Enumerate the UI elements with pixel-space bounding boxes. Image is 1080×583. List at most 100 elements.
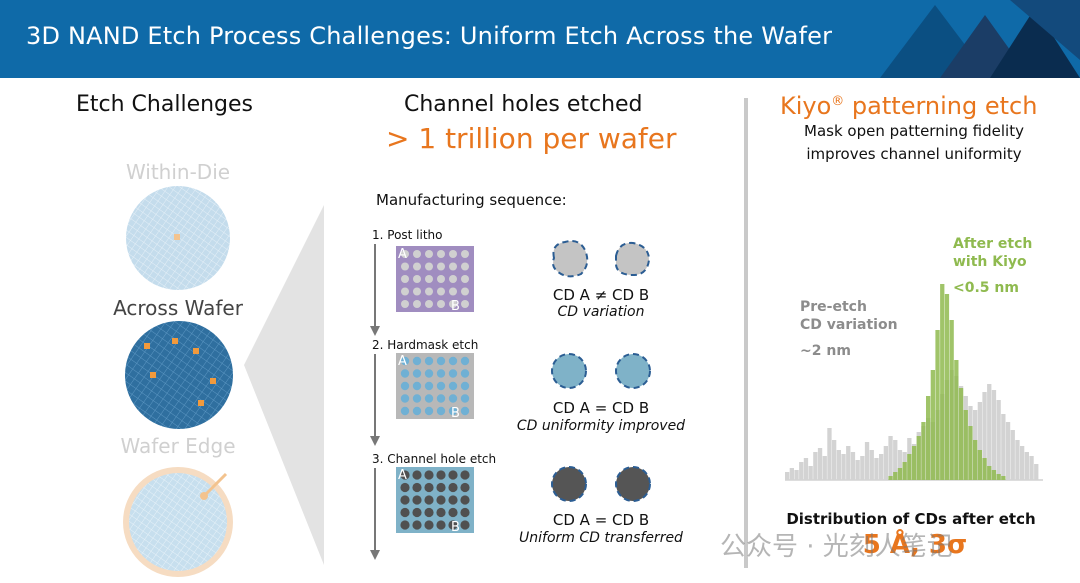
hole-dot — [412, 495, 422, 505]
hole-dot — [400, 356, 410, 366]
hole-dot — [400, 482, 410, 493]
after-etch-bar — [930, 370, 935, 480]
hole-dot — [412, 406, 422, 416]
pre-etch-bar — [789, 468, 794, 480]
hole-dot — [460, 381, 470, 391]
hole-dot — [400, 369, 410, 378]
across-wafer-label: Across Wafer — [113, 296, 243, 320]
step-3-cd-note: Uniform CD transferred — [519, 530, 683, 546]
pre-etch-bar — [1020, 446, 1025, 480]
after-etch-bar — [893, 472, 898, 480]
after-etch-value: <0.5 nm — [953, 280, 1019, 296]
pre-etch-bar — [888, 436, 893, 480]
after-etch-bar — [977, 450, 982, 480]
kiyo-title: Kiyo® patterning etch — [780, 92, 1037, 120]
kiyo-description-line-2: improves channel uniformity — [806, 145, 1022, 163]
pre-etch-bar — [1010, 430, 1015, 480]
hole-dot — [413, 287, 421, 296]
pre-etch-bar — [846, 446, 851, 480]
after-etch-bar — [963, 410, 968, 480]
after-etch-bar — [949, 320, 954, 480]
hole-dot — [412, 470, 422, 480]
hole-dot — [424, 482, 434, 493]
step-1-cd-note: CD variation — [557, 304, 645, 320]
pre-etch-bar — [799, 462, 804, 480]
pre-etch-bar — [996, 400, 1001, 480]
hole-dot — [400, 507, 410, 518]
step-3-cd-holes — [551, 466, 651, 502]
hole-dot — [448, 507, 458, 518]
hole-dot — [413, 262, 421, 271]
hole-dot — [460, 470, 470, 480]
hole-dot — [461, 262, 469, 271]
hole-dot — [460, 369, 470, 378]
hole-dot — [424, 406, 434, 416]
after-etch-bar — [935, 330, 940, 480]
hole-dot — [436, 356, 446, 366]
step-2-arrow — [370, 354, 380, 446]
hole-dot — [436, 495, 446, 505]
hole-dot — [412, 520, 422, 530]
hole-dot — [401, 275, 409, 283]
hole-dot — [424, 356, 434, 366]
hole-dot — [425, 262, 433, 271]
after-etch-bar — [902, 462, 907, 480]
step-2-cd-holes — [551, 353, 651, 389]
after-etch-bar — [1001, 476, 1006, 480]
pre-etch-bar — [864, 442, 870, 480]
step-2-cd-comparison: CD A = CD B — [552, 399, 650, 417]
step-2-cd-note: CD uniformity improved — [516, 418, 686, 434]
hole-dot — [449, 250, 457, 258]
kiyo-title-rest: patterning etch — [844, 92, 1038, 120]
hole-dot — [425, 287, 433, 296]
hole-dot — [436, 369, 446, 378]
hole-dot — [436, 406, 446, 416]
hole-dot — [436, 482, 446, 493]
hole-dot — [461, 300, 469, 308]
hole-dot — [413, 250, 421, 258]
pre-etch-bar — [794, 470, 799, 480]
step-1-label: 1. Post litho — [372, 228, 443, 242]
hole-dot — [424, 394, 434, 403]
pre-etch-label-2: CD variation — [800, 317, 898, 333]
pre-etch-bar — [893, 440, 898, 480]
hole-dot — [460, 495, 470, 505]
step-1-cd-comparison: CD A ≠ CD B — [552, 286, 650, 304]
hole-dot — [401, 287, 409, 296]
hole-dot — [400, 520, 410, 530]
within-die-label: Within-Die — [125, 160, 231, 184]
hole-dot — [412, 356, 422, 366]
hole-dot — [401, 262, 409, 271]
distribution-caption: Distribution of CDs after etch — [786, 510, 1036, 528]
pre-etch-bar — [874, 458, 879, 480]
after-etch-bar — [911, 446, 917, 480]
step-1-marker-a: A — [398, 247, 407, 262]
hole-dot — [448, 406, 458, 416]
hole-dot — [461, 275, 469, 283]
zoom-wedge — [244, 205, 324, 565]
hole-dot — [448, 356, 458, 366]
after-etch-label-1: After etch — [953, 236, 1033, 252]
hole-dot — [460, 482, 470, 493]
step-3-marker-a: A — [398, 468, 407, 483]
after-etch-bar — [926, 396, 931, 480]
pre-etch-bar — [832, 440, 837, 480]
hole-dot — [424, 507, 434, 518]
manufacturing-sequence-title: Manufacturing sequence: — [376, 191, 567, 209]
hole-dot — [412, 381, 422, 391]
pre-etch-bar — [803, 458, 809, 480]
hole-dot — [436, 381, 446, 391]
hole-dot — [412, 369, 422, 378]
after-etch-bar — [954, 360, 959, 480]
hole-dot — [424, 470, 434, 480]
after-etch-bar — [968, 426, 973, 480]
pre-etch-value: ~2 nm — [800, 343, 851, 359]
cd-stat-value: 5 Å, 3σ — [862, 530, 968, 560]
slide-title: 3D NAND Etch Process Challenges: Uniform… — [26, 22, 833, 50]
after-etch-bar — [897, 468, 903, 480]
after-etch-bar — [982, 458, 987, 480]
hole-dot — [460, 394, 470, 403]
hole-dot — [460, 406, 470, 416]
after-etch-bar — [888, 476, 893, 480]
pre-etch-bar — [982, 392, 987, 480]
